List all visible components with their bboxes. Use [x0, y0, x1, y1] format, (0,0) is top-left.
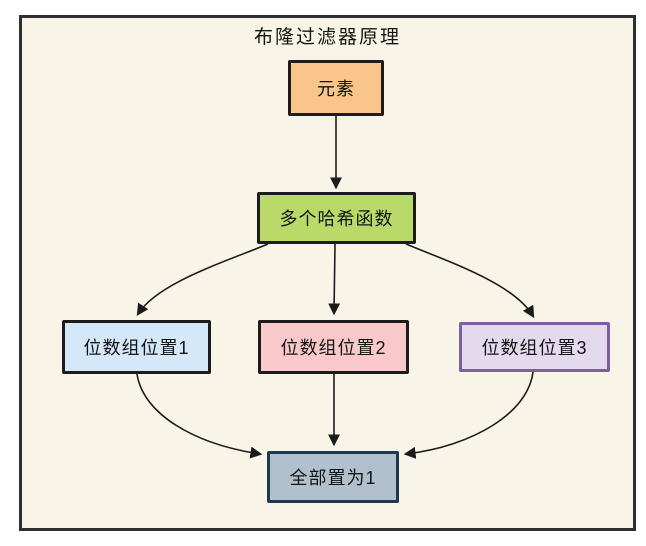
node-hash-functions-label: 多个哈希函数: [279, 209, 394, 229]
node-element-label: 元素: [317, 79, 355, 99]
diagram-title: 布隆过滤器原理: [253, 27, 401, 48]
node-bit-position-1[interactable]: 位数组位置1: [62, 320, 211, 374]
node-bit-position-1-label: 位数组位置1: [83, 338, 190, 358]
node-hash-functions[interactable]: 多个哈希函数: [257, 192, 416, 244]
node-bit-position-2-label: 位数组位置2: [280, 338, 387, 358]
node-bit-position-2[interactable]: 位数组位置2: [258, 320, 409, 374]
node-bit-position-3[interactable]: 位数组位置3: [459, 322, 610, 372]
node-bit-position-3-label: 位数组位置3: [481, 338, 588, 358]
node-element[interactable]: 元素: [288, 60, 384, 116]
node-set-all-to-1[interactable]: 全部置为1: [267, 451, 399, 503]
node-set-all-to-1-label: 全部置为1: [289, 468, 377, 488]
